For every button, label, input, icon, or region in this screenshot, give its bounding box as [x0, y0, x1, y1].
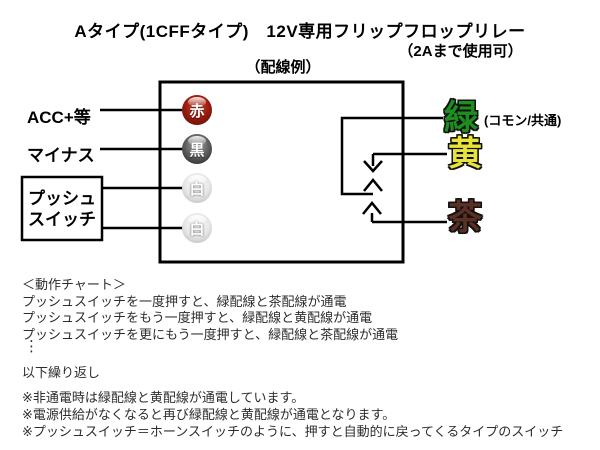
chart-line: プッシュスイッチを一度押すと、緑配線と茶配線が通電	[22, 293, 347, 309]
footnotes: ※非通電時は緑配線と黄配線が通電しています。 ※電源供給がなくなると再び緑配線と…	[22, 389, 563, 440]
continuation-ellipsis: ⋮	[24, 338, 39, 355]
push-switch-label: プッシュ スイッチ	[22, 177, 102, 240]
page-title: Aタイプ(1CFFタイプ) 12V専用フリップフロップリレー	[74, 22, 526, 41]
operation-chart: ＜動作チャート＞ プッシュスイッチを一度押すと、緑配線と茶配線が通電 プッシュス…	[22, 277, 398, 343]
wiring-example-caption: （配線例）	[245, 59, 321, 76]
usage-note: （2Aまで使用可）	[398, 43, 523, 60]
terminal-red: 赤	[182, 95, 212, 125]
repeat-note: 以下繰り返し	[22, 365, 101, 380]
terminal-black-label: 黒	[189, 141, 205, 159]
yellow-wire-label: 黄	[448, 135, 482, 173]
terminal-black: 黒	[182, 134, 212, 164]
operation-chart-heading: ＜動作チャート＞	[22, 277, 126, 292]
chart-line: プッシュスイッチをもう一度押すと、緑配線と黄配線が通電	[22, 310, 373, 325]
common-note: (コモン/共通)	[484, 113, 562, 128]
minus-label: マイナス	[27, 146, 95, 165]
arrow-up-mid-icon	[363, 178, 383, 192]
push-switch-label-line2: スイッチ	[28, 209, 96, 229]
push-switch-label-line1: プッシュ	[28, 188, 96, 208]
brown-wire-label: 茶	[448, 199, 482, 237]
terminal-white-upper: 白	[182, 173, 212, 203]
footnote: ※プッシュスイッチ＝ホーンスイッチのように、押すと自動的に戻ってくるタイプのスイ…	[22, 424, 564, 439]
terminal-white-lower: 白	[182, 213, 212, 243]
terminal-red-label: 赤	[189, 102, 205, 120]
terminal-white-lower-label: 白	[189, 220, 205, 238]
wire-green	[340, 116, 443, 196]
arrow-up-low-icon	[362, 201, 382, 215]
chart-line: プッシュスイッチを更にもう一度押すと、緑配線と茶配線が通電	[22, 326, 399, 342]
acc-label: ACC+等	[27, 108, 91, 127]
footnote: ※非通電時は緑配線と黄配線が通電しています。	[22, 390, 305, 405]
footnote: ※電源供給がなくなると再び緑配線と黄配線が通電となります。	[22, 407, 396, 422]
arrow-down-icon	[363, 160, 383, 173]
push-switch-box	[20, 175, 104, 242]
green-wire-label: 緑	[444, 99, 478, 137]
terminal-white-upper-label: 白	[189, 180, 205, 198]
